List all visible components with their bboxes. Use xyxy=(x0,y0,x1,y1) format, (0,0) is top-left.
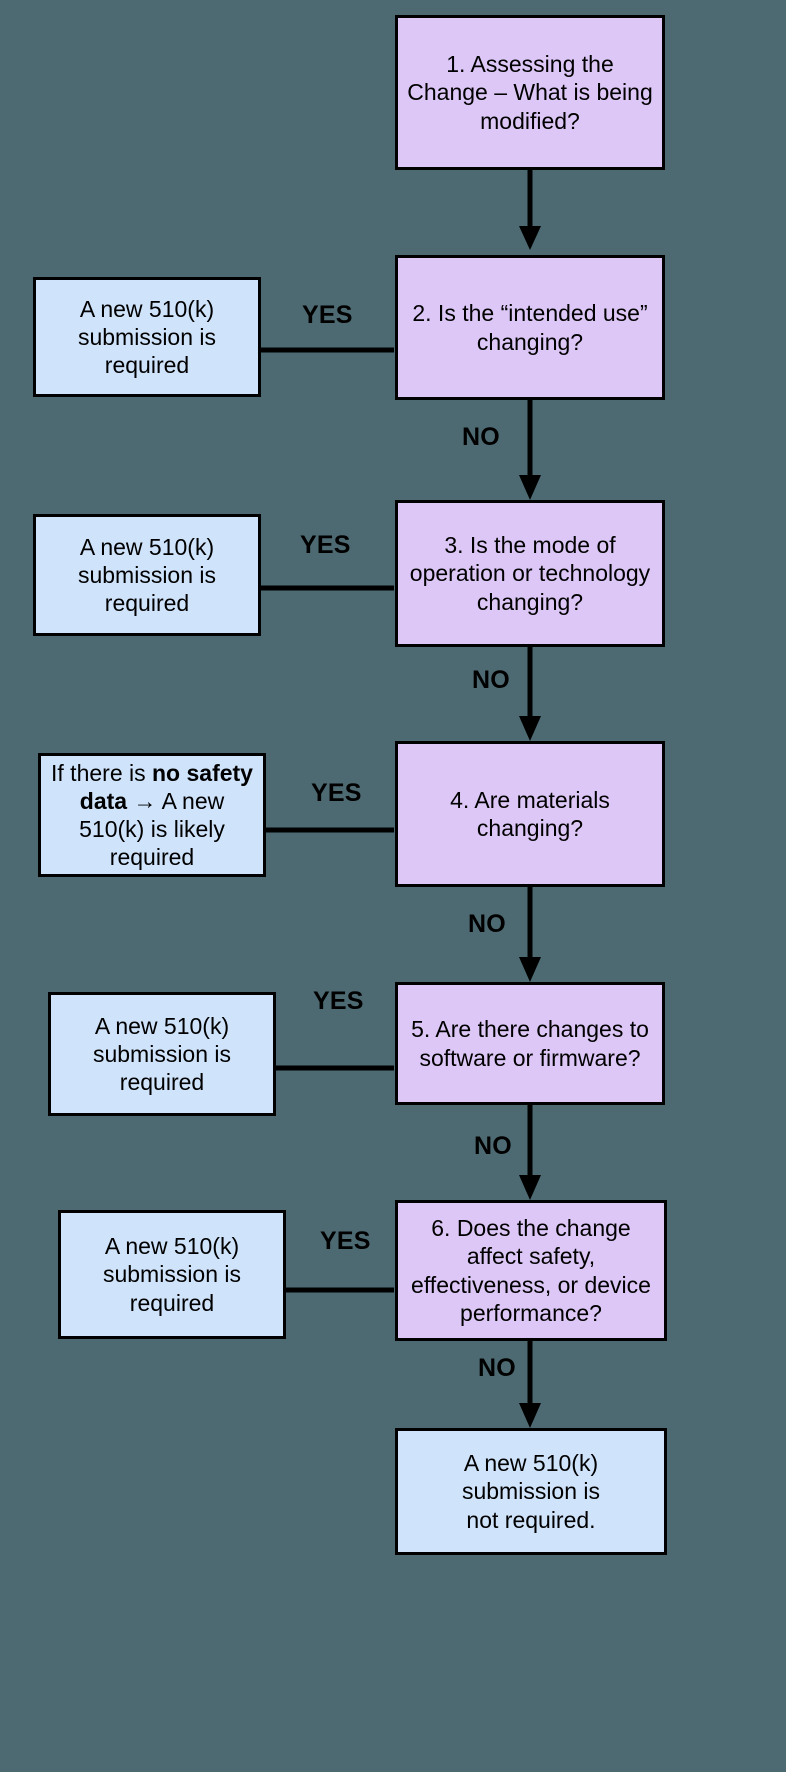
outcome-q4-suffix: → A new 510(k) is likely required xyxy=(79,787,225,871)
outcome-q4-text: If there is no safety data → A new 510(k… xyxy=(49,759,255,871)
edge-label-q5-yes: YES xyxy=(313,987,364,1015)
outcome-q4-emphasis: no safety data xyxy=(79,759,253,814)
outcome-q4-prefix: If there is xyxy=(51,759,152,786)
edge-label-q3-yes: YES xyxy=(300,531,351,559)
node-final-no-submission-required[interactable]: A new 510(k) submission is not required. xyxy=(395,1428,667,1555)
node-outcome-q2-yes[interactable]: A new 510(k) submission is required xyxy=(33,277,261,397)
node-q1-assessing-the-change[interactable]: 1. Assessing the Change – What is being … xyxy=(395,15,665,170)
edge-label-q4-no: NO xyxy=(468,910,506,938)
edge-label-q3-no: NO xyxy=(472,666,510,694)
node-q4-materials[interactable]: 4. Are materials changing? xyxy=(395,741,665,887)
edge-label-q4-yes: YES xyxy=(311,779,362,807)
node-outcome-q3-yes[interactable]: A new 510(k) submission is required xyxy=(33,514,261,636)
node-outcome-q5-yes[interactable]: A new 510(k) submission is required xyxy=(48,992,276,1116)
node-q6-safety-effectiveness-performance[interactable]: 6. Does the change affect safety, effect… xyxy=(395,1200,667,1341)
edge-label-q2-no: NO xyxy=(462,423,500,451)
node-outcome-q6-yes[interactable]: A new 510(k) submission is required xyxy=(58,1210,286,1339)
edge-label-q6-no: NO xyxy=(478,1354,516,1382)
node-q2-intended-use[interactable]: 2. Is the “intended use” changing? xyxy=(395,255,665,400)
node-outcome-q4-yes[interactable]: If there is no safety data → A new 510(k… xyxy=(38,753,266,877)
edge-label-q2-yes: YES xyxy=(302,301,353,329)
edge-label-q6-yes: YES xyxy=(320,1227,371,1255)
node-q5-software-firmware[interactable]: 5. Are there changes to software or firm… xyxy=(395,982,665,1105)
node-q3-mode-of-operation[interactable]: 3. Is the mode of operation or technolog… xyxy=(395,500,665,647)
edge-label-q5-no: NO xyxy=(474,1132,512,1160)
